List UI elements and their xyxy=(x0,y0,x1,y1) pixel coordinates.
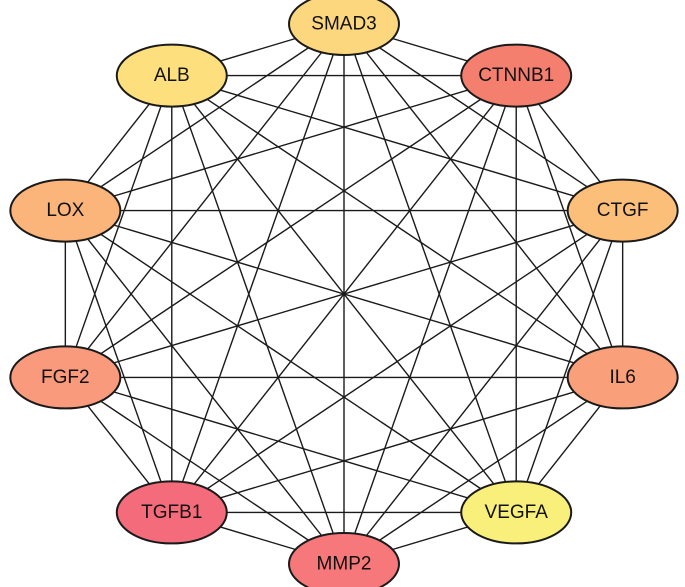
node-shape-ctnnb1 xyxy=(460,43,573,108)
node-smad3[interactable]: SMAD3 xyxy=(288,0,400,56)
node-tgfb1[interactable]: TGFB1 xyxy=(115,480,228,545)
node-shape-vegfa xyxy=(460,480,573,545)
node-label-alb: ALB xyxy=(154,65,190,86)
node-shape-tgfb1 xyxy=(115,480,228,545)
edge-ctgf-mmp2 xyxy=(343,210,624,565)
node-lox[interactable]: LOX xyxy=(9,178,122,243)
node-label-ctnnb1: CTNNB1 xyxy=(478,65,554,86)
edge-vegfa-alb xyxy=(171,75,517,513)
edge-mmp2-alb xyxy=(171,75,345,565)
edge-smad3-fgf2 xyxy=(64,23,345,378)
node-label-mmp2: MMP2 xyxy=(317,554,372,575)
node-shape-alb xyxy=(115,43,228,108)
node-ctgf[interactable]: CTGF xyxy=(566,178,679,243)
edge-mmp2-lox xyxy=(64,210,345,565)
node-mmp2[interactable]: MMP2 xyxy=(288,532,400,587)
node-label-vegfa: VEGFA xyxy=(485,502,549,523)
node-label-ctgf: CTGF xyxy=(597,200,649,221)
edge-layer xyxy=(64,23,624,565)
edge-fgf2-alb xyxy=(64,75,173,378)
edge-tgfb1-lox xyxy=(64,210,173,513)
node-shape-mmp2 xyxy=(288,532,400,587)
node-shape-ctgf xyxy=(566,178,679,243)
edge-ctnnb1-lox xyxy=(65,74,517,212)
node-fgf2[interactable]: FGF2 xyxy=(9,345,122,410)
edge-vegfa-lox xyxy=(64,209,517,514)
node-shape-il6 xyxy=(566,345,679,410)
edge-vegfa-fgf2 xyxy=(65,376,517,514)
node-shape-smad3 xyxy=(288,0,400,56)
node-shape-lox xyxy=(9,178,122,243)
node-il6[interactable]: IL6 xyxy=(566,345,679,410)
edge-il6-tgfb1 xyxy=(171,376,623,514)
node-vegfa[interactable]: VEGFA xyxy=(460,480,573,545)
node-label-lox: LOX xyxy=(46,200,84,221)
node-label-smad3: SMAD3 xyxy=(311,14,376,35)
edge-mmp2-fgf2 xyxy=(64,376,345,565)
edge-smad3-il6 xyxy=(343,23,624,378)
node-label-il6: IL6 xyxy=(609,367,635,388)
node-label-fgf2: FGF2 xyxy=(41,367,90,388)
node-label-tgfb1: TGFB1 xyxy=(141,502,202,523)
node-alb[interactable]: ALB xyxy=(115,43,228,108)
node-ctnnb1[interactable]: CTNNB1 xyxy=(460,43,573,108)
edge-il6-alb xyxy=(171,74,624,379)
node-shape-fgf2 xyxy=(9,345,122,410)
edge-ctgf-alb xyxy=(171,74,623,212)
